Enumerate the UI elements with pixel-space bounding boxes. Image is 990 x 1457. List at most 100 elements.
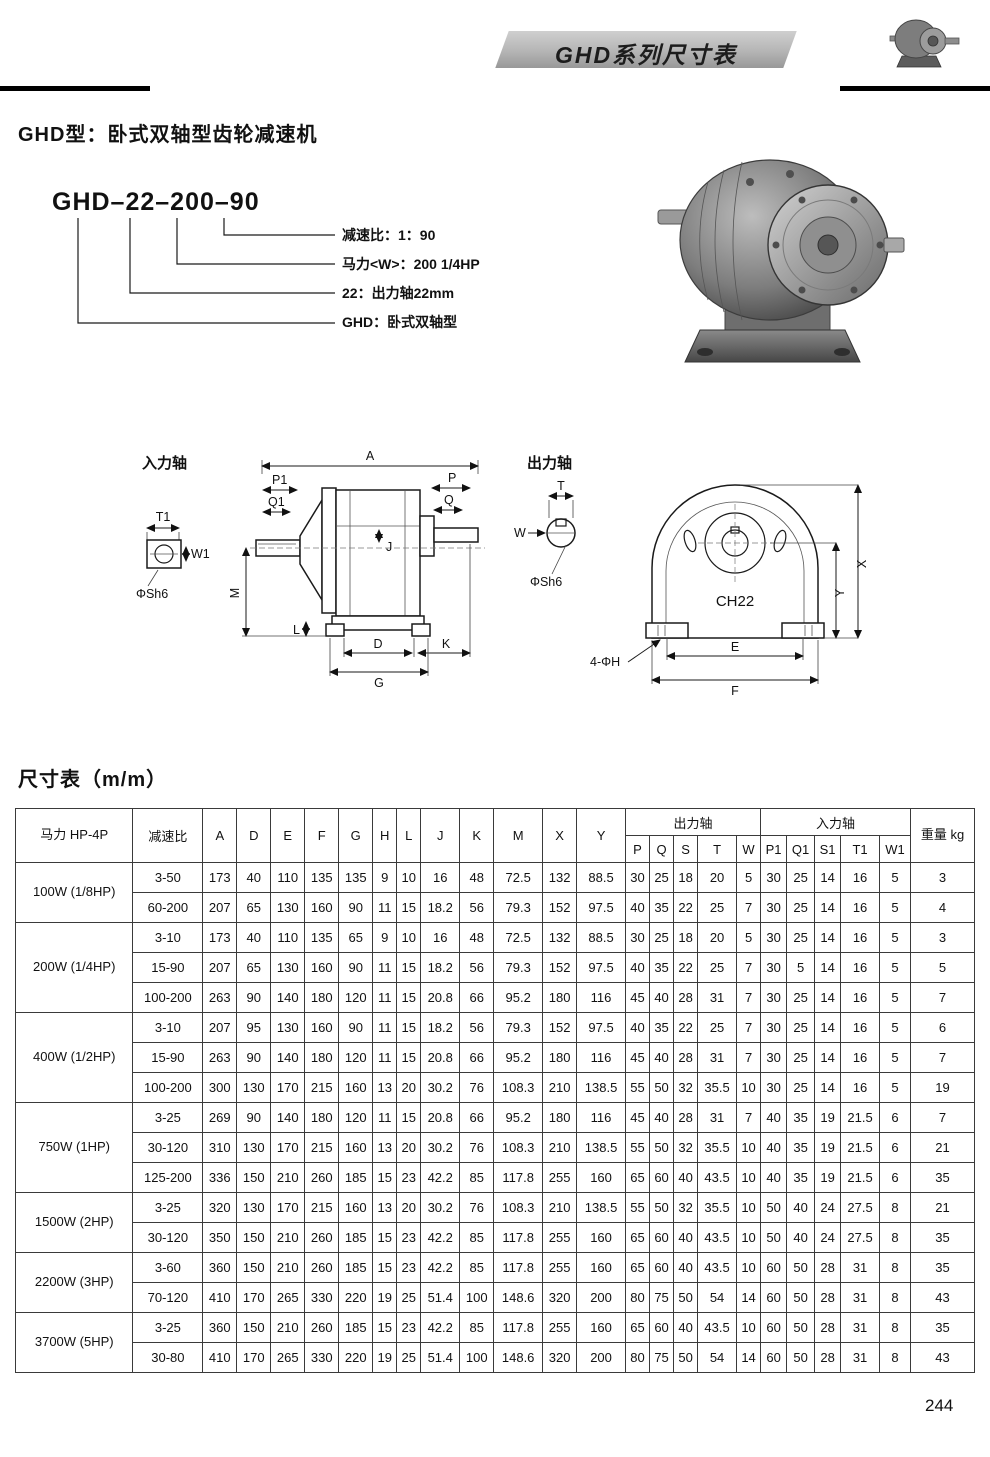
dimension-value-cell: 25 — [396, 1282, 422, 1313]
dimension-value-cell: 116 — [576, 1042, 626, 1073]
dimension-value-cell: 207 — [202, 1012, 238, 1043]
dimension-value-cell: 18.2 — [420, 1012, 461, 1043]
dimension-value-cell: 30 — [760, 982, 788, 1013]
dimension-value-cell: 42.2 — [420, 1222, 461, 1253]
dimension-value-cell: 54 — [697, 1342, 738, 1373]
dimension-value-cell: 30.2 — [420, 1192, 461, 1223]
dimension-value-cell: 5 — [879, 952, 911, 983]
dimension-value-cell: 11 — [372, 1102, 398, 1133]
ratio-cell: 15-90 — [132, 952, 204, 983]
dimension-value-cell: 15 — [396, 952, 422, 983]
header-rule-left — [0, 86, 150, 91]
dimension-value-cell: 135 — [338, 862, 374, 893]
dimension-value-cell: 7 — [910, 1102, 975, 1133]
header-out-t: T — [697, 835, 738, 863]
header-dim-a: A — [202, 808, 238, 863]
dim-label-g: G — [374, 676, 384, 690]
dimension-value-cell: 55 — [624, 1132, 651, 1163]
dimension-value-cell: 138.5 — [576, 1072, 626, 1103]
dimension-value-cell: 85 — [459, 1252, 495, 1283]
dim-label-y: Y — [833, 588, 847, 597]
dimension-value-cell: 15 — [396, 1102, 422, 1133]
dimension-value-cell: 40 — [760, 1162, 788, 1193]
dimension-value-cell: 160 — [576, 1162, 626, 1193]
dimension-value-cell: 210 — [270, 1252, 306, 1283]
dimension-value-cell: 23 — [396, 1312, 422, 1343]
dimension-value-cell: 150 — [236, 1252, 272, 1283]
dimension-value-cell: 200 — [576, 1282, 626, 1313]
dimension-value-cell: 35 — [910, 1312, 975, 1343]
dimension-value-cell: 5 — [879, 862, 911, 893]
dimension-value-cell: 90 — [338, 952, 374, 983]
dimension-value-cell: 14 — [814, 892, 842, 923]
dimension-value-cell: 320 — [542, 1282, 578, 1313]
dimension-value-cell: 170 — [270, 1132, 306, 1163]
dimension-value-cell: 6 — [879, 1102, 911, 1133]
dimension-value-cell: 19 — [910, 1072, 975, 1103]
input-shaft-label: 入力轴 — [142, 454, 187, 472]
dimension-value-cell: 75 — [649, 1342, 675, 1373]
dimension-value-cell: 40 — [624, 1012, 651, 1043]
dimension-value-cell: 210 — [542, 1132, 578, 1163]
page-title: GHD型：卧式双轴型齿轮减速机 — [18, 124, 318, 146]
header-out-s: S — [673, 835, 699, 863]
dimension-value-cell: 152 — [542, 892, 578, 923]
dimension-value-cell: 9 — [372, 922, 398, 953]
dimension-value-cell: 130 — [270, 892, 306, 923]
header-dim-k: K — [459, 808, 495, 863]
dimension-value-cell: 132 — [542, 862, 578, 893]
dimension-value-cell: 336 — [202, 1162, 238, 1193]
dimension-value-cell: 220 — [338, 1342, 374, 1373]
callout-power: 马力<W>：200 1/4HP — [342, 256, 480, 272]
dimension-value-cell: 120 — [338, 1042, 374, 1073]
dimension-value-cell: 4 — [910, 892, 975, 923]
dimension-value-cell: 160 — [338, 1132, 374, 1163]
ratio-cell: 15-90 — [132, 1042, 204, 1073]
dimension-value-cell: 35.5 — [697, 1192, 738, 1223]
dimension-value-cell: 110 — [270, 922, 306, 953]
dimension-value-cell: 16 — [840, 1012, 881, 1043]
dimension-value-cell: 65 — [624, 1222, 651, 1253]
front-view-model-label: CH22 — [716, 593, 754, 610]
dim-label-a: A — [366, 449, 375, 463]
dimension-value-cell: 160 — [304, 892, 340, 923]
dimension-value-cell: 18.2 — [420, 952, 461, 983]
dimension-value-cell: 108.3 — [493, 1072, 544, 1103]
dimension-value-cell: 15 — [396, 982, 422, 1013]
dimension-value-cell: 16 — [840, 982, 881, 1013]
dimension-value-cell: 130 — [236, 1072, 272, 1103]
dimension-value-cell: 27.5 — [840, 1192, 881, 1223]
power-cell: 200W (1/4HP) — [14, 922, 134, 1013]
dim-label-p1: P1 — [272, 473, 287, 487]
dimension-value-cell: 16 — [840, 892, 881, 923]
dimension-value-cell: 10 — [736, 1222, 762, 1253]
dimension-value-cell: 30 — [760, 1042, 788, 1073]
dimension-value-cell: 43.5 — [697, 1312, 738, 1343]
dimension-value-cell: 130 — [270, 1012, 306, 1043]
dimension-value-cell: 15 — [372, 1312, 398, 1343]
dimension-value-cell: 31 — [697, 1042, 738, 1073]
dimension-value-cell: 255 — [542, 1222, 578, 1253]
dimension-value-cell: 14 — [814, 982, 842, 1013]
dimension-value-cell: 410 — [202, 1282, 238, 1313]
dimension-value-cell: 79.3 — [493, 892, 544, 923]
dimension-value-cell: 15 — [372, 1252, 398, 1283]
header-in-s1: S1 — [814, 835, 842, 863]
dimension-value-cell: 25 — [697, 1012, 738, 1043]
header-dim-y: Y — [576, 808, 626, 863]
header-in-p1: P1 — [760, 835, 788, 863]
dimension-value-cell: 90 — [236, 982, 272, 1013]
dimension-value-cell: 108.3 — [493, 1192, 544, 1223]
dimension-value-cell: 100 — [459, 1342, 495, 1373]
dimension-value-cell: 50 — [649, 1192, 675, 1223]
dimension-value-cell: 31 — [840, 1312, 881, 1343]
dimension-value-cell: 16 — [420, 862, 461, 893]
dimension-value-cell: 260 — [304, 1252, 340, 1283]
